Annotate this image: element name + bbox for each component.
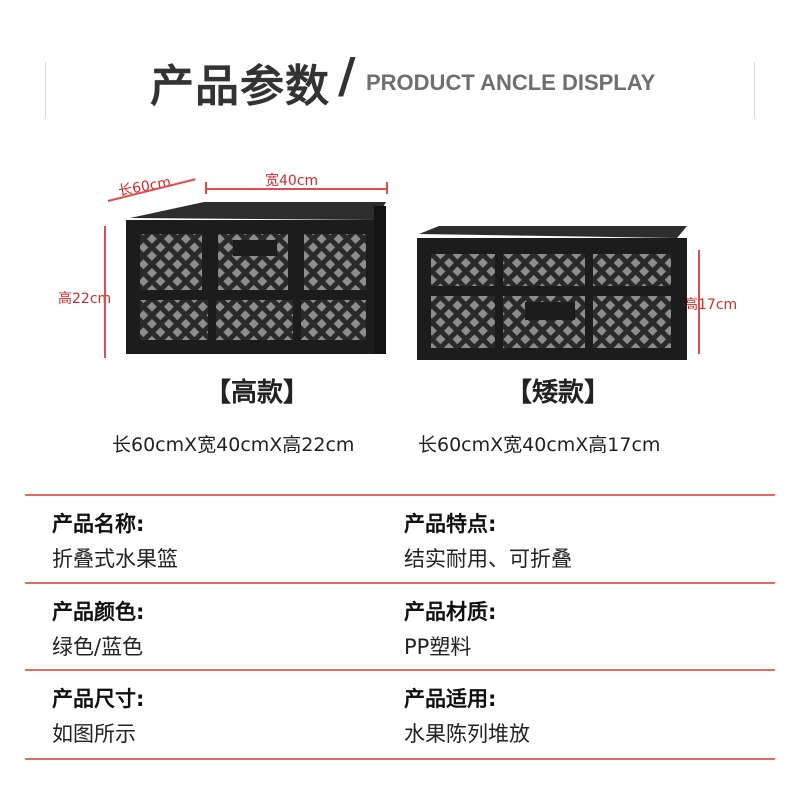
info-divider-3 [25,669,775,671]
info-value: 如图所示 [52,722,136,746]
width-dimension-line [205,188,387,190]
tall-variant-spec: 长60cmX宽40cmX高22cm [112,434,355,456]
info-product-usage: 产品适用: 水果陈列堆放 [404,684,530,750]
short-crate-image [417,226,687,360]
info-label: 产品尺寸: [52,687,145,711]
info-divider-1 [25,494,775,496]
title-slash: / [338,48,356,104]
section-header: 产品参数 / PRODUCT ANCLE DISPLAY [0,40,800,120]
info-divider-4 [25,758,775,760]
info-label: 产品名称: [52,512,145,536]
info-value: 绿色/蓝色 [52,635,144,659]
tall-variant-label: 【高款】 [205,378,310,408]
header-left-divider [45,62,46,118]
short-height-dimension-label: 高17cm [684,297,738,313]
info-product-features: 产品特点: 结实耐用、可折叠 [404,509,572,575]
info-product-size: 产品尺寸: 如图所示 [52,684,144,750]
info-product-material: 产品材质: PP塑料 [404,597,496,663]
info-product-name: 产品名称: 折叠式水果篮 [52,509,178,575]
short-variant-label: 【矮款】 [506,378,611,408]
width-dimension-tick-left [205,182,207,194]
tall-crate-image [126,202,386,354]
info-label: 产品特点: [404,512,497,536]
tall-height-dimension-label: 高22cm [58,291,112,307]
info-divider-2 [25,582,775,584]
info-value: 折叠式水果篮 [52,547,178,571]
short-variant-spec: 长60cmX宽40cmX高17cm [418,434,661,456]
tall-height-dimension-line [104,226,106,358]
info-label: 产品颜色: [52,600,145,624]
short-height-dimension-line [698,250,700,354]
width-dimension-tick-right [386,182,388,194]
info-value: PP塑料 [404,635,472,659]
info-value: 结实耐用、可折叠 [404,547,572,571]
page-title: 产品参数 [150,61,330,112]
width-dimension-label: 宽40cm [265,173,319,189]
page-subtitle: PRODUCT ANCLE DISPLAY [366,70,656,95]
info-label: 产品材质: [404,600,497,624]
info-product-color: 产品颜色: 绿色/蓝色 [52,597,144,663]
crate-illustration: 长60cm 宽40cm 高22cm [0,160,800,408]
header-right-divider [754,62,755,118]
info-label: 产品适用: [404,687,497,711]
info-value: 水果陈列堆放 [404,722,530,746]
